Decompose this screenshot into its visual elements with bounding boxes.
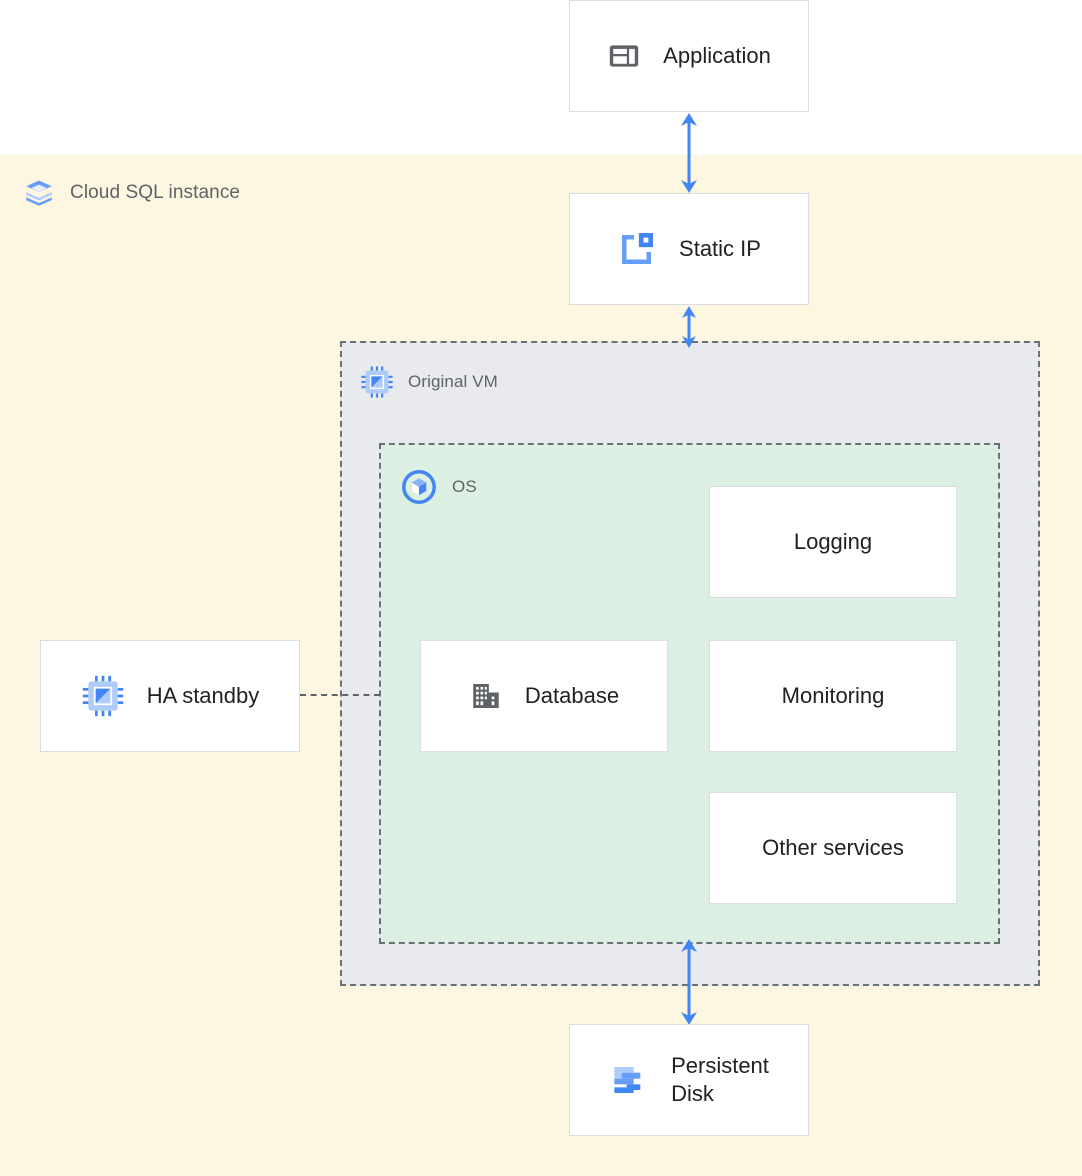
connector-static-ip-original-vm — [682, 306, 696, 348]
static-ip-square-icon — [617, 229, 657, 269]
node-label: Logging — [793, 528, 873, 554]
cpu-chip-icon — [360, 365, 394, 399]
node-application[interactable]: Application — [569, 0, 809, 112]
region-label: Cloud SQL instance — [70, 182, 241, 203]
region-title-cloud-sql-instance: Cloud SQL instance — [22, 176, 240, 210]
database-building-icon — [469, 679, 503, 713]
connector-ha-standby-database — [300, 694, 380, 696]
connector-os-persistent-disk — [681, 939, 697, 1025]
node-ha-standby[interactable]: HA standby — [40, 640, 300, 752]
region-title-original-vm: Original VM — [360, 365, 498, 399]
region-title-os: OS — [400, 468, 477, 506]
cloud-sql-stacked-layers-icon — [22, 176, 56, 210]
persistent-disk-steps-icon — [609, 1060, 649, 1100]
node-logging[interactable]: Logging — [709, 486, 957, 598]
cpu-chip-icon — [81, 674, 125, 718]
region-label: Original VM — [408, 372, 498, 391]
node-database[interactable]: Database — [420, 640, 668, 752]
os-cube-circle-icon — [400, 468, 438, 506]
node-label: Application — [663, 42, 771, 68]
node-label: Database — [524, 682, 620, 708]
node-label: HA standby — [146, 682, 260, 708]
node-label: Static IP — [679, 235, 761, 261]
node-label: Other services — [762, 834, 904, 860]
node-label: Monitoring — [781, 682, 885, 708]
node-monitoring[interactable]: Monitoring — [709, 640, 957, 752]
application-layout-icon — [607, 39, 641, 73]
node-other-services[interactable]: Other services — [709, 792, 957, 904]
connector-application-static-ip — [681, 113, 697, 193]
region-label: OS — [452, 477, 477, 496]
node-static-ip[interactable]: Static IP — [569, 193, 809, 305]
